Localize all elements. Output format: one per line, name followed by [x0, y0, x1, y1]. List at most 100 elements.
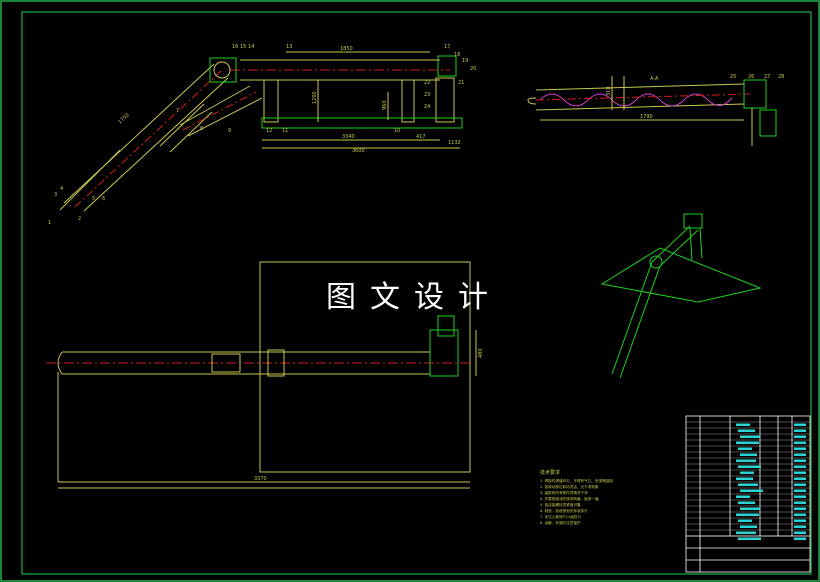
parts-row-text-block [738, 519, 752, 522]
part-label: 24 [424, 104, 430, 110]
parts-row-text-block [794, 483, 806, 486]
parts-row-text-block [794, 435, 806, 438]
part-label: 4 [60, 186, 63, 192]
parts-row-text-block [794, 489, 806, 492]
parts-row-text-block [794, 447, 806, 450]
part-label: 11 [282, 128, 288, 134]
parts-row-text-block [740, 525, 757, 528]
part-label: 10 [394, 128, 400, 134]
parts-row-text-block [794, 507, 806, 510]
section-label: A-A [650, 76, 659, 82]
parts-row-text-block [794, 429, 806, 432]
part-label: 12 [266, 128, 272, 134]
parts-row-text-block [794, 495, 806, 498]
part-label: 21 [458, 80, 464, 86]
parts-row-text-block [738, 501, 755, 504]
parts-row-text-block [740, 435, 760, 438]
part-label: 23 [424, 92, 430, 98]
note-item: 1. 焊接件焊缝均匀，不得有气孔、夹渣等缺陷 [540, 478, 613, 483]
note-item: 4. 外露表面涂防锈漆两遍，面漆一遍 [540, 496, 599, 501]
dim-plan-height: 480 [478, 348, 484, 358]
part-label: 20 [470, 66, 476, 72]
parts-row-text-block [794, 501, 806, 504]
dim-top-overall: 3600 [352, 148, 365, 154]
dim-top-offset: 417 [416, 134, 426, 140]
parts-row-text-block [736, 513, 759, 516]
parts-row-text-block [794, 453, 806, 456]
part-label: 9 [228, 128, 231, 134]
section-view [527, 76, 777, 146]
part-label: 25 [730, 74, 736, 80]
plan-view [46, 261, 477, 489]
parts-row-text-block [794, 471, 806, 474]
note-item: 8. 运输、安装时注意保护 [540, 520, 581, 525]
part-label: 7 [176, 108, 179, 114]
parts-row-text-block [736, 441, 759, 444]
parts-row-text-block [736, 423, 750, 426]
dim-height-b: 960 [382, 100, 388, 110]
parts-row-text-block [794, 423, 806, 426]
parts-row-text-block [738, 429, 755, 432]
part-labels: 16 15 14 13 12 11 10 9 8 7 6 5 4 3 2 1 [48, 44, 400, 226]
part-label: 15 [240, 44, 246, 50]
dim-top-total: 3340 [342, 134, 355, 140]
parts-row-text-block [740, 507, 760, 510]
parts-row-text-block [794, 525, 806, 528]
part-label: 8 [200, 126, 203, 132]
parts-row-text-block [794, 465, 806, 468]
dim-diagonal: 1750 [117, 112, 130, 125]
part-label: 5 [92, 196, 95, 202]
part-label: 14 [248, 44, 254, 50]
parts-row-text-block [794, 459, 806, 462]
note-item: 5. 各连接螺栓须紧固可靠 [540, 502, 581, 507]
parts-row-text-block [740, 453, 757, 456]
notes-title: 技术要求 [540, 469, 560, 476]
elevation-view [59, 51, 463, 212]
parts-list-rows [686, 421, 810, 540]
dim-top-end: 1132 [448, 140, 461, 146]
parts-row-text-block [738, 447, 752, 450]
parts-row-text-block [794, 513, 806, 516]
note-item: 3. 装配前所有零件须清洗干净 [540, 490, 588, 495]
parts-row-text-block [736, 477, 753, 480]
part-label: 17 [444, 44, 450, 50]
dim-right-length: 1790 [640, 114, 653, 120]
parts-row-text-block [794, 531, 806, 534]
dim-right-height: 310 [606, 86, 612, 96]
part-label: 22 [424, 80, 430, 86]
parts-row-text-block [740, 489, 763, 492]
isometric-view [600, 213, 762, 379]
dim-top-span: 1850 [340, 46, 353, 52]
parts-row-text-block [794, 519, 806, 522]
parts-row-text-block [738, 465, 761, 468]
parts-row-text-block [794, 441, 806, 444]
parts-row-text-block [740, 471, 754, 474]
part-label: 19 [462, 58, 468, 64]
part-label: 28 [778, 74, 784, 80]
dim-height-a: 1200 [312, 91, 318, 104]
note-item: 6. 制造、验收按相关标准执行 [540, 508, 588, 513]
watermark-text: 图文设计 [326, 280, 502, 315]
parts-row-text-block [794, 537, 806, 540]
part-label: 6 [102, 196, 105, 202]
part-label: 26 [748, 74, 754, 80]
technical-notes: 技术要求 1. 焊接件焊缝均匀，不得有气孔、夹渣等缺陷 2. 各转动部位转动灵活… [540, 469, 613, 525]
part-label: 18 [454, 52, 460, 58]
part-label: 27 [764, 74, 770, 80]
parts-row-text-block [736, 531, 756, 534]
part-label: 3 [54, 192, 57, 198]
dim-plan-length: 3370 [254, 476, 267, 482]
part-label: 13 [286, 44, 292, 50]
parts-row-text-block [738, 483, 758, 486]
note-item: 2. 各转动部位转动灵活，无卡滞现象 [540, 484, 599, 489]
parts-row-text-block [794, 477, 806, 480]
parts-row-text-block [736, 459, 756, 462]
inner-border [21, 11, 812, 575]
parts-row-text-block [736, 495, 750, 498]
part-label: 16 [232, 44, 238, 50]
note-item: 7. 未注公差按IT14级执行 [540, 514, 582, 519]
part-label: 2 [78, 216, 81, 222]
